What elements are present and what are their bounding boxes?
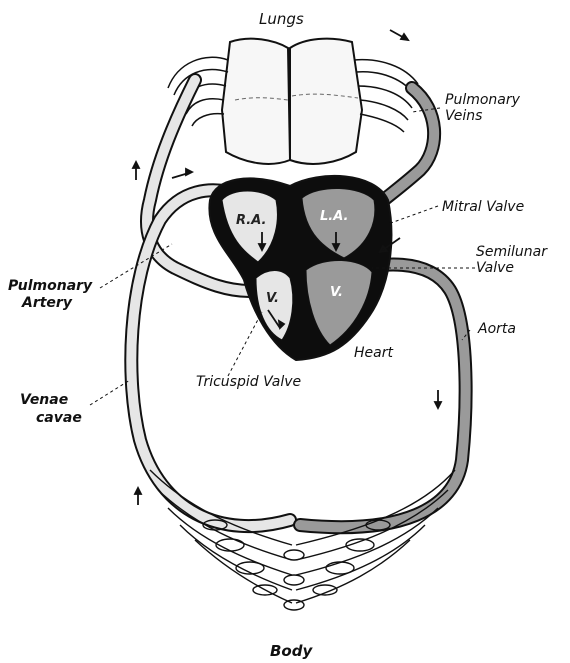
pulmonary-veins-label-line2: Veins: [445, 108, 482, 124]
pulmonary-veins-label-line1: Pulmonary: [445, 92, 521, 108]
right-lung: [222, 39, 290, 164]
lung-capillaries-right: [354, 60, 418, 132]
heart-label: Heart: [354, 345, 393, 361]
left-atrium-label: L.A.: [320, 209, 348, 224]
tricuspid-valve-label: Tricuspid Valve: [196, 374, 301, 390]
body-label: Body: [270, 642, 313, 660]
left-lung: [290, 39, 362, 164]
mitral-valve-label: Mitral Valve: [442, 199, 524, 215]
left-ventricle-label: V.: [330, 285, 343, 300]
lungs-label: Lungs: [259, 10, 304, 28]
right-ventricle-label: V.: [266, 291, 279, 306]
semilunar-valve-label-line2: Valve: [476, 260, 514, 276]
heart: R.A. L.A. V. V.: [209, 176, 391, 360]
pulmonary-artery-label-line2: Artery: [21, 295, 73, 311]
venae-cavae-label-line2: cavae: [36, 410, 82, 426]
venae-cavae-label-line1: Venae: [20, 392, 68, 408]
aorta-label: Aorta: [477, 321, 516, 337]
lungs: [222, 39, 362, 164]
body-capillaries: [150, 470, 455, 610]
semilunar-valve-label-line1: Semilunar: [476, 244, 548, 260]
right-atrium-label: R.A.: [236, 213, 266, 228]
pulmonary-artery-label-line1: Pulmonary: [8, 278, 93, 294]
